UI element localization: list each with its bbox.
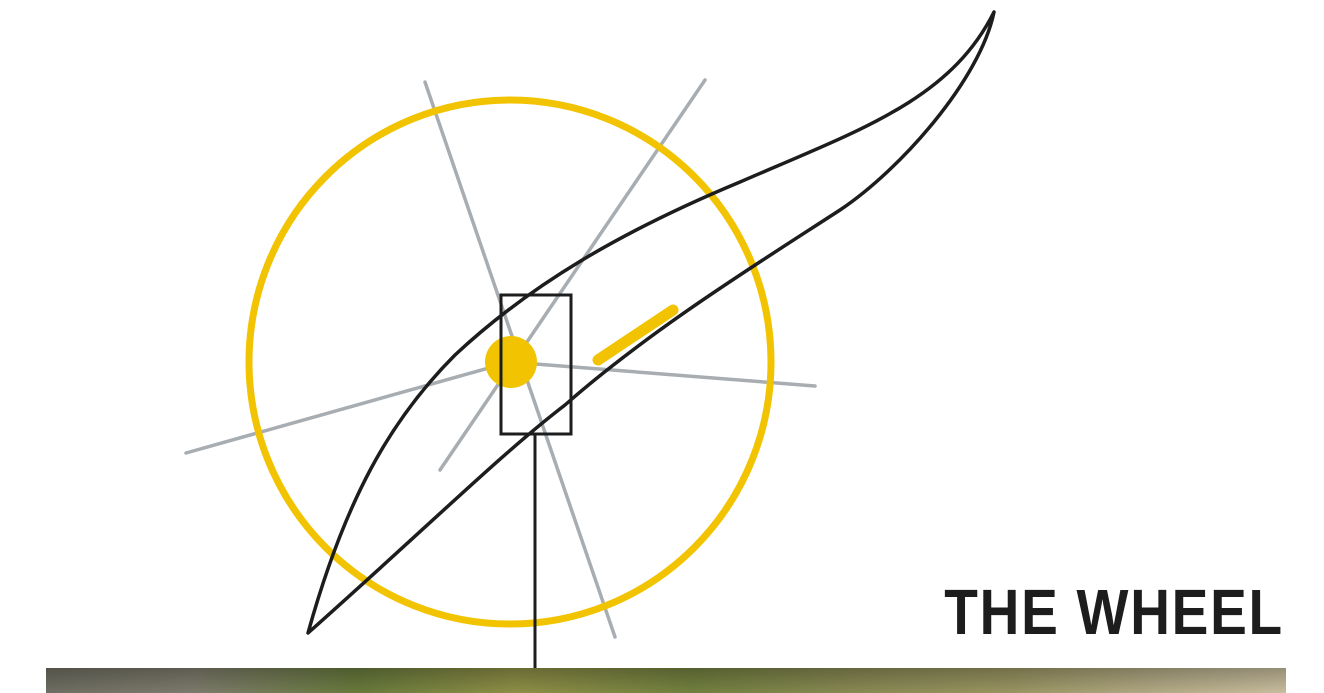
photo-strip — [46, 668, 1286, 693]
diagram-title: THE WHEEL — [944, 576, 1284, 648]
hub-dot-icon — [485, 336, 537, 388]
photo-shade — [46, 668, 1286, 693]
yellow-dash — [598, 310, 673, 360]
